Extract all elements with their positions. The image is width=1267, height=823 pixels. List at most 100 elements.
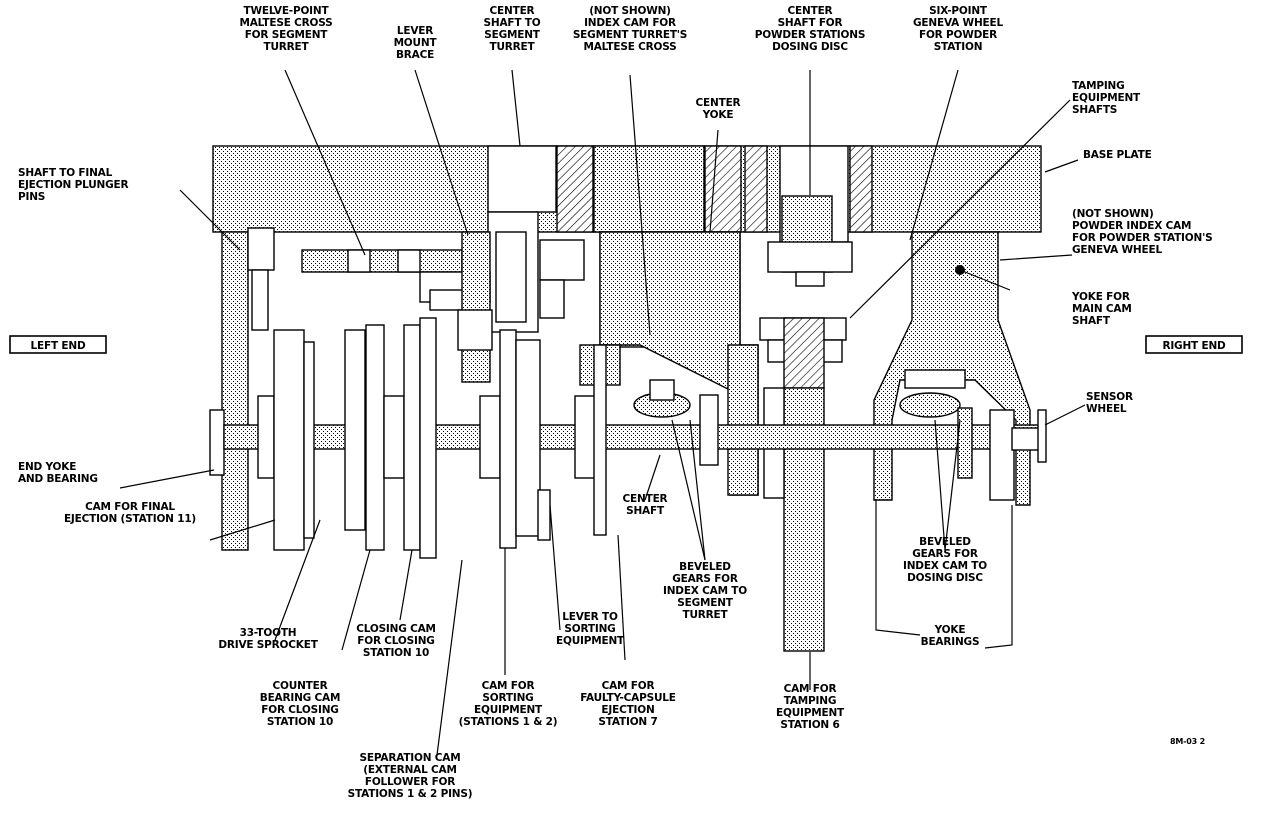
powder-index-cam-line: FOR POWDER STATION'S <box>1072 232 1212 244</box>
sensor-wheel <box>989 409 1047 501</box>
base-plate-line: BASE PLATE <box>1083 149 1152 161</box>
yoke-bearings-line: YOKE <box>934 624 966 636</box>
index-cam-segment-line: INDEX CAM FOR <box>584 17 676 29</box>
counter-bearing-line: BEARING CAM <box>260 692 340 704</box>
center-shaft-powder-line: DOSING DISC <box>772 41 848 53</box>
separation-cam-line: SEPARATION CAM <box>360 752 461 764</box>
left-end-label: LEFT END <box>31 340 86 352</box>
segment-turret-shaft-assembly <box>419 211 585 383</box>
separation-cam-line: STATIONS 1 & 2 PINS) <box>348 788 473 800</box>
cam-tamping-line: STATION 6 <box>780 719 839 731</box>
cam-stack <box>257 317 607 559</box>
beveled-dosing-line: BEVELED <box>919 536 971 548</box>
center-shaft-segment-line: TURRET <box>490 41 536 53</box>
drive-sprocket-line: 33-TOOTH <box>240 627 297 639</box>
left-end-tag: LEFT END <box>9 335 107 354</box>
cam-faulty-line: EJECTION <box>601 704 654 716</box>
closing-cam-line: STATION 10 <box>363 647 429 659</box>
beveled-gears-segment <box>633 379 719 466</box>
center-shaft-line: SHAFT <box>626 505 665 517</box>
separation-cam-line: (EXTERNAL CAM <box>363 764 456 776</box>
six-point-line: GENEVA WHEEL <box>913 17 1003 29</box>
cam-tamping-line: CAM FOR <box>784 683 837 695</box>
beveled-segment-line: TURRET <box>683 609 729 621</box>
twelve-point-line: MALTESE CROSS <box>239 17 332 29</box>
right-end-tag: RIGHT END <box>1145 335 1243 354</box>
left-end-frame <box>209 227 275 551</box>
yoke-bearings-line: BEARINGS <box>921 636 980 648</box>
tamping-shafts-line: EQUIPMENT <box>1072 92 1141 104</box>
powder-dosing-shaft <box>767 195 853 287</box>
lever-sorting-line: SORTING <box>564 623 615 635</box>
twelve-point-line: TURRET <box>264 41 310 53</box>
cam-tamping-line: EQUIPMENT <box>776 707 845 719</box>
index-cam-segment-line: (NOT SHOWN) <box>589 5 671 17</box>
twelve-point-maltese-cross <box>301 249 463 273</box>
six-point-line: STATION <box>934 41 983 53</box>
end-yoke-line: END YOKE <box>18 461 76 473</box>
powder-index-cam-line: POWDER INDEX CAM <box>1072 220 1191 232</box>
six-point-line: SIX-POINT <box>929 5 988 17</box>
beveled-segment-line: INDEX CAM TO <box>663 585 747 597</box>
base-plate-label: BASE PLATE <box>1083 149 1152 161</box>
shaft-final-ejection-line: PINS <box>18 191 45 203</box>
index-cam-segment-line: SEGMENT TURRET'S <box>573 29 687 41</box>
counter-bearing-line: COUNTER <box>273 680 328 692</box>
center-yoke <box>579 231 759 496</box>
sensor-wheel-line: WHEEL <box>1086 403 1127 415</box>
base-plate <box>212 145 1042 243</box>
center-shaft-powder-line: POWDER STATIONS <box>755 29 865 41</box>
cam-faulty-line: STATION 7 <box>598 716 657 728</box>
counter-bearing-line: STATION 10 <box>267 716 333 728</box>
twelve-point-line: FOR SEGMENT <box>245 29 329 41</box>
beveled-dosing-line: INDEX CAM TO <box>903 560 987 572</box>
cam-sorting-line: SORTING <box>482 692 533 704</box>
center-yoke-line: YOKE <box>702 109 734 121</box>
cam-faulty-line: FAULTY-CAPSULE <box>580 692 676 704</box>
lever-mount-line: MOUNT <box>394 37 438 49</box>
center-shaft-line: CENTER <box>623 493 668 505</box>
cam-sorting-line: CAM FOR <box>482 680 535 692</box>
beveled-dosing-line: DOSING DISC <box>907 572 983 584</box>
cam-faulty-line: CAM FOR <box>602 680 655 692</box>
center-shaft-segment-line: CENTER <box>490 5 535 17</box>
six-point-line: FOR POWDER <box>919 29 997 41</box>
counter-bearing-line: FOR CLOSING <box>261 704 338 716</box>
right-end-label: RIGHT END <box>1162 340 1226 352</box>
twelve-point-line: TWELVE-POINT <box>244 5 330 17</box>
beveled-dosing-line: GEARS FOR <box>912 548 978 560</box>
beveled-segment-line: BEVELED <box>679 561 731 573</box>
yoke-main-cam-line: MAIN CAM <box>1072 303 1132 315</box>
center-shaft-powder-line: CENTER <box>788 5 833 17</box>
shaft-final-ejection-line: EJECTION PLUNGER <box>18 179 129 191</box>
center-shaft-segment-line: SEGMENT <box>484 29 541 41</box>
beveled-segment-line: GEARS FOR <box>672 573 738 585</box>
yoke-marker-dot <box>955 265 965 275</box>
end-yoke-line: AND BEARING <box>18 473 98 485</box>
figure-code-label: 8M-03 2 <box>1170 737 1205 746</box>
tamping-shafts-line: SHAFTS <box>1072 104 1117 116</box>
closing-cam-line: FOR CLOSING <box>357 635 434 647</box>
center-shaft-powder-line: SHAFT FOR <box>778 17 843 29</box>
cam-sorting-line: (STATIONS 1 & 2) <box>459 716 558 728</box>
